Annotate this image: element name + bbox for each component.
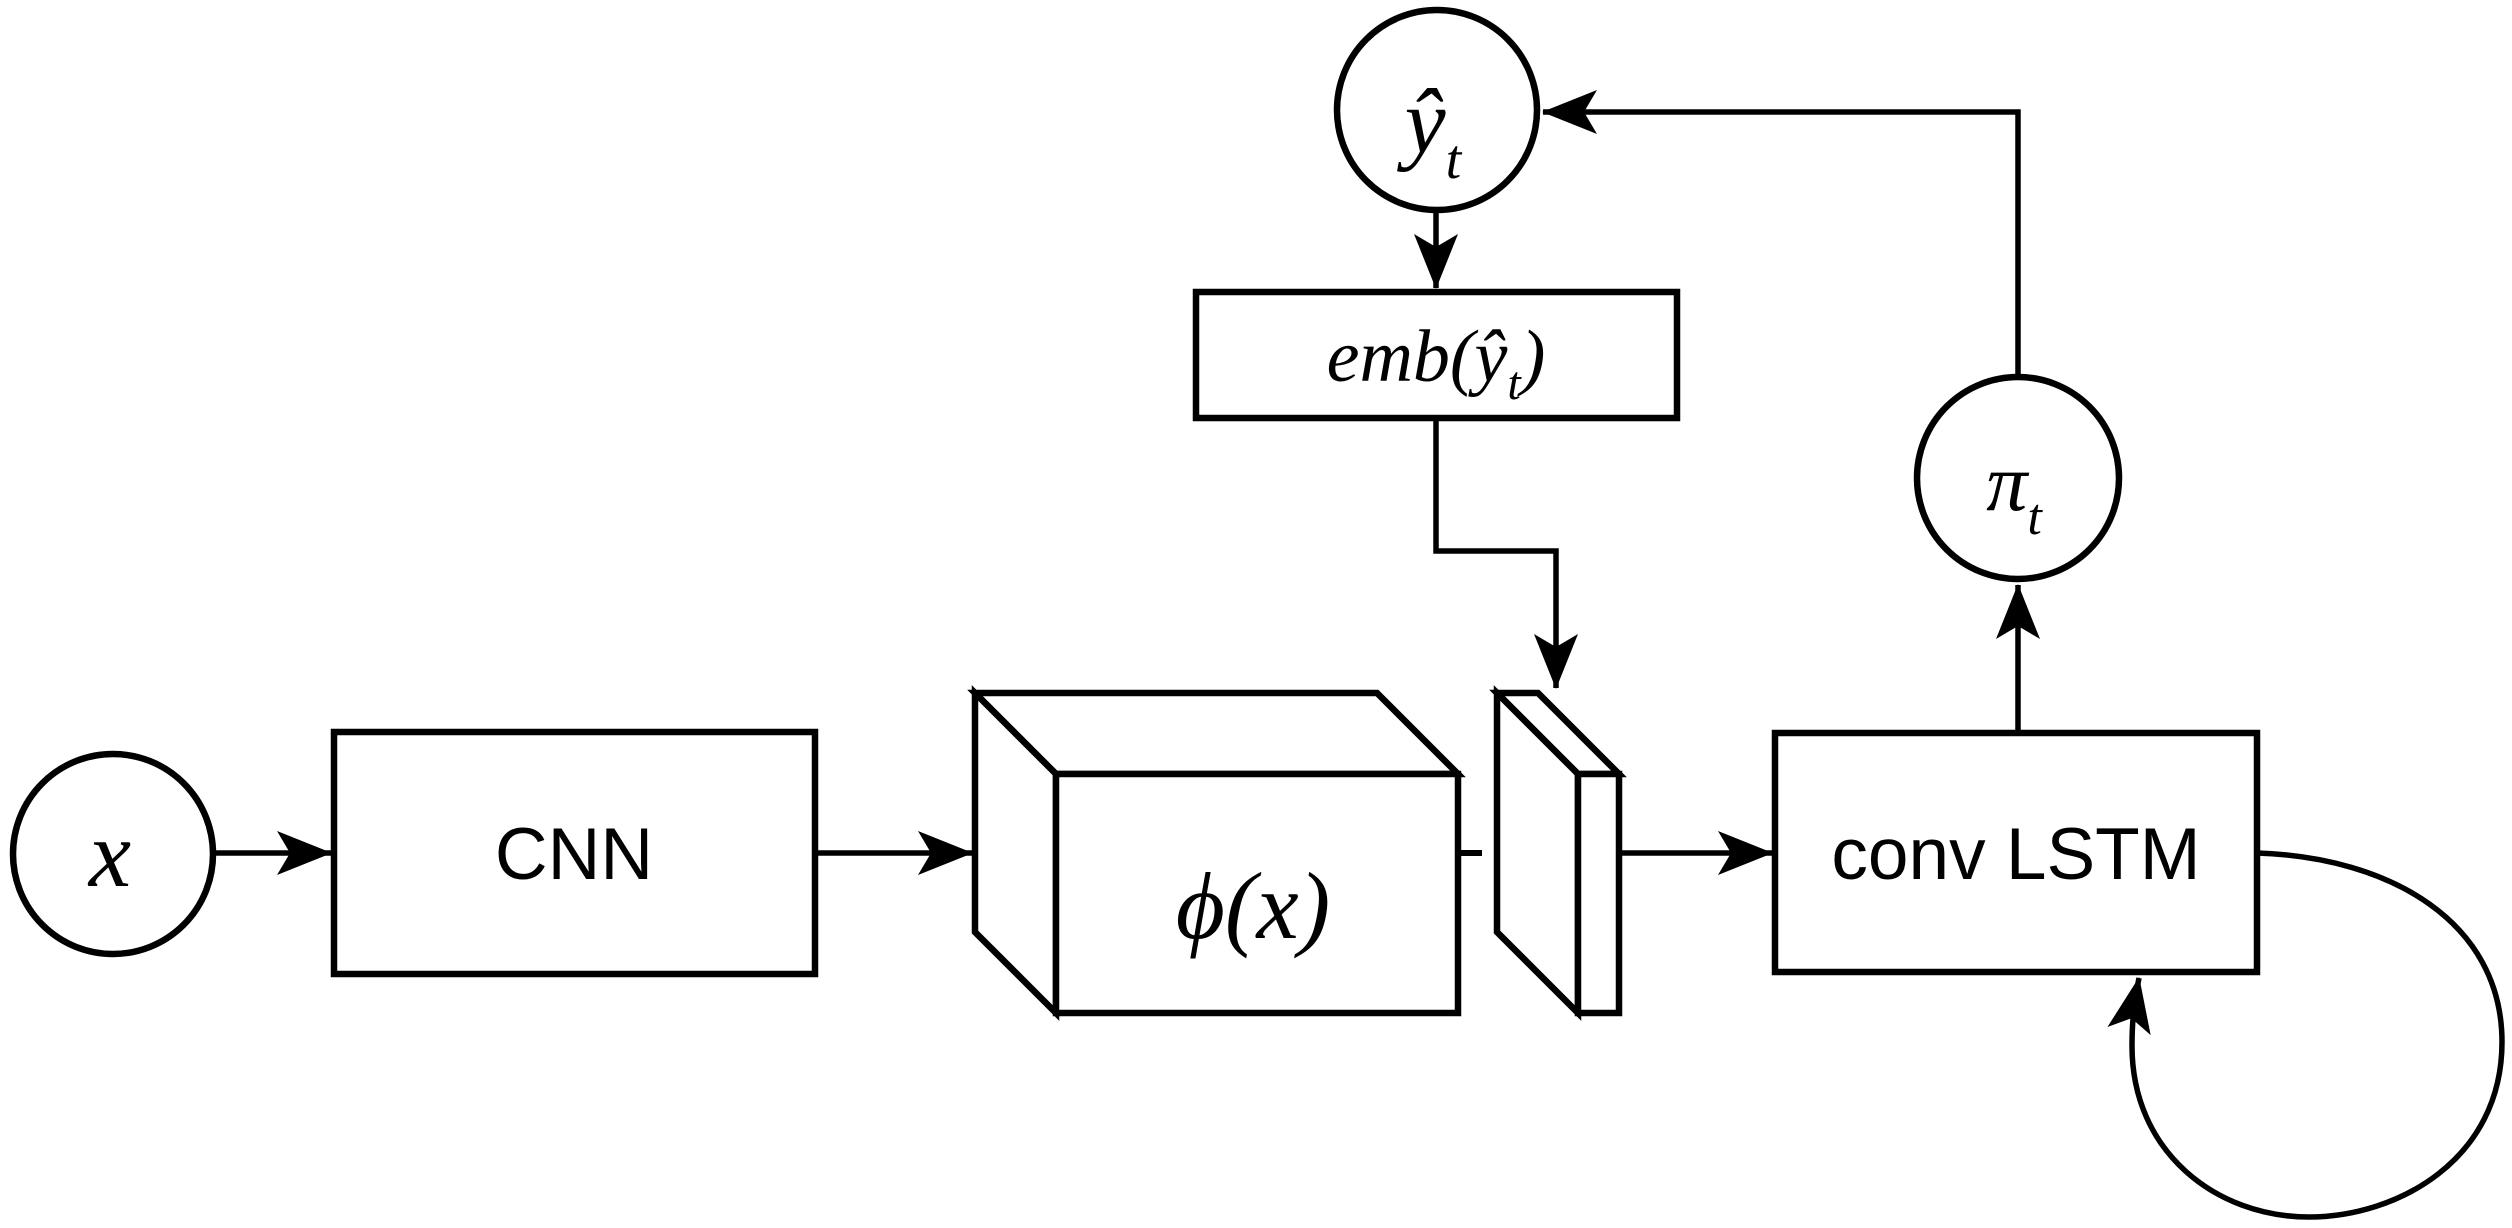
prediction-symbol: ŷ	[1397, 70, 1446, 172]
feature-slice-front-face	[1574, 770, 1623, 1017]
feature-slice	[1489, 685, 1627, 1021]
conv-lstm-label: conv LSTM	[1831, 814, 2200, 895]
input-node-circle	[9, 750, 217, 958]
feature-cube-label: ϕ(x)	[1176, 853, 1331, 959]
cnn-box	[330, 728, 819, 978]
policy-subscript: t	[2027, 489, 2043, 546]
prediction-node-label: ŷt	[1397, 70, 1463, 191]
policy-symbol: π	[1986, 437, 2029, 528]
embedding-label: emb(ŷt)	[1327, 316, 1546, 410]
prediction-node-circle	[1333, 6, 1541, 214]
embedding-box	[1192, 288, 1681, 422]
policy-node-circle	[1913, 373, 2123, 583]
embedding-label-prefix: emb(ŷ	[1327, 316, 1508, 398]
input-node-label: x	[87, 801, 131, 907]
feature-cube-front-face	[1052, 770, 1462, 1017]
policy-node-label: πt	[1986, 437, 2043, 546]
feature-cube: ϕ(x)	[967, 685, 1466, 1021]
prediction-subscript: t	[1446, 129, 1463, 191]
cnn-label: CNN	[495, 814, 653, 895]
conv-lstm-box	[1771, 729, 2261, 976]
conv-lstm-self-loop	[2107, 850, 2505, 1220]
embedding-label-subscript: t	[1507, 357, 1522, 410]
arrow-policy-to-prediction	[1542, 90, 2021, 376]
arrow-embedding-to-slice	[1433, 418, 1578, 689]
embedding-label-suffix: )	[1517, 316, 1546, 398]
